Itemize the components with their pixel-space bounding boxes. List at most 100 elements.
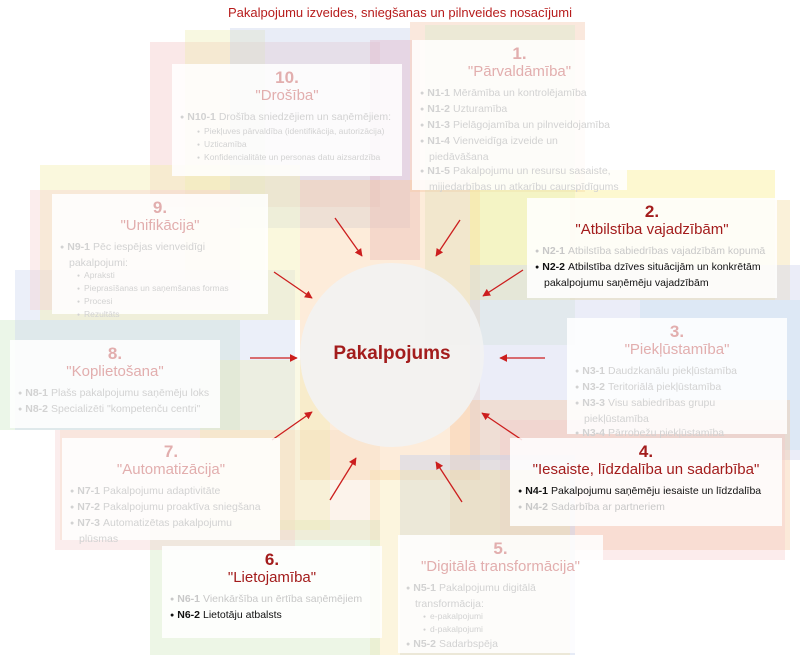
section-number: 8.: [107, 344, 123, 363]
item-code: N4-2: [525, 501, 548, 513]
sub-item: Pieprasīšanas un saņemšanas formas: [77, 283, 260, 296]
item-code: N2-2: [542, 261, 565, 273]
sub-item: Piekļuves pārvaldība (identifikācija, au…: [197, 126, 394, 139]
item-code: N3-4: [582, 427, 605, 439]
section-title: "Drošība": [255, 87, 319, 104]
sub-item: e-pakalpojumi: [423, 611, 595, 624]
center-circle: Pakalpojums: [300, 263, 484, 447]
section-number: 3.: [669, 322, 685, 341]
item-text: Sadarbība ar partneriem: [551, 501, 665, 513]
arrow: [273, 271, 313, 299]
item-code: N4-1: [525, 485, 548, 497]
item-code: N9-1: [67, 241, 90, 253]
item-text: Plašs pakalpojumu saņēmēju loks: [51, 387, 210, 399]
sub-item: d-pakalpojumi: [423, 624, 595, 637]
item-text: Atbilstība sabiedrības vajadzībām kopumā: [568, 245, 766, 257]
item-code: N7-3: [77, 517, 100, 529]
item-text: Daudzkanālu piekļūstamība: [608, 365, 737, 377]
item-code: N5-2: [413, 638, 436, 650]
sub-item: Rezultāts: [77, 309, 260, 322]
sub-item: Konfidencialitāte un personas datu aizsa…: [197, 152, 394, 165]
item-code: N5-1: [413, 582, 436, 594]
item-code: N1-5: [427, 165, 450, 177]
section-2-panel: 2. "Atbilstība vajadzībām" N2-1Atbilstīb…: [527, 198, 777, 298]
item-code: N6-2: [177, 609, 200, 621]
diagram-title: Pakalpojumu izveides, sniegšanas un piln…: [228, 5, 572, 20]
section-4-panel: 4. "Iesaiste, līdzdalība un sadarbība" N…: [510, 438, 782, 526]
section-title: "Unifikācija": [120, 217, 200, 234]
section-title: "Koplietošana": [66, 363, 164, 380]
item-code: N2-1: [542, 245, 565, 257]
item-code: N3-1: [582, 365, 605, 377]
item-text: Pakalpojumu digitālā transformācija:: [415, 582, 536, 610]
item-code: N1-3: [427, 119, 450, 131]
section-title: "Automatizācija": [116, 461, 226, 478]
item-text: Pakalpojumu un resursu sasaiste, mijieda…: [429, 165, 619, 193]
section-title: "Piekļūstamība": [624, 341, 730, 358]
item-text: Visu sabiedrības grupu piekļūstamība: [584, 397, 716, 425]
section-number: 9.: [152, 198, 168, 217]
sub-items: Piekļuves pārvaldība (identifikācija, au…: [189, 126, 394, 165]
section-title: "Digitālā transformācija": [420, 558, 581, 575]
section-number: 2.: [644, 202, 660, 221]
arrow: [435, 461, 463, 503]
sub-items: e-pakalpojumi d-pakalpojumi: [415, 611, 595, 637]
item-code: N6-1: [177, 593, 200, 605]
section-5-panel: 5. "Digitālā transformācija" N5-1Pakalpo…: [398, 535, 603, 653]
section-number: 1.: [512, 44, 527, 63]
item-code: N7-1: [77, 485, 100, 497]
item-text: Pakalpojumu proaktīva sniegšana: [103, 501, 261, 513]
section-number: 10.: [275, 68, 299, 87]
item-text: Pielāgojamība un pilnveidojamība: [453, 119, 611, 131]
section-number: 7.: [163, 442, 179, 461]
item-code: N8-1: [25, 387, 48, 399]
section-title: "Iesaiste, līdzdalība un sadarbība": [532, 461, 760, 478]
item-text: Mērāmība un kontrolējamība: [453, 87, 587, 99]
sub-items: Apraksti Pieprasīšanas un saņemšanas for…: [69, 270, 260, 322]
item-text: Pakalpojumu saņēmēju iesaiste un līdzdal…: [551, 485, 762, 497]
item-text: Teritoriālā piekļūstamība: [608, 381, 722, 393]
section-number: 4.: [638, 442, 654, 461]
section-title: "Lietojamība": [227, 569, 317, 586]
sub-item: Apraksti: [77, 270, 260, 283]
section-title: "Pārvaldāmība": [467, 63, 572, 80]
section-number: 5.: [493, 539, 508, 558]
arrow: [334, 217, 363, 257]
item-text: Vienveidīga izveide un piedāvāšana: [429, 135, 558, 163]
item-code: N8-2: [25, 403, 48, 415]
item-code: N7-2: [77, 501, 100, 513]
item-code: N10-1: [187, 111, 216, 123]
